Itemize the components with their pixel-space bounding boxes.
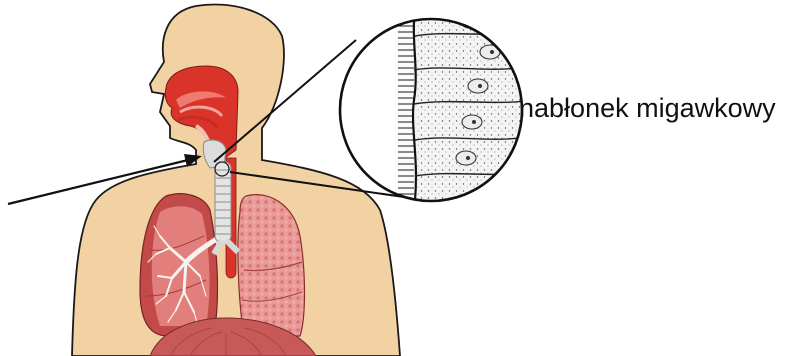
right-lung xyxy=(140,194,217,336)
epithelium-label: nabłonek migawkowy xyxy=(519,92,776,124)
